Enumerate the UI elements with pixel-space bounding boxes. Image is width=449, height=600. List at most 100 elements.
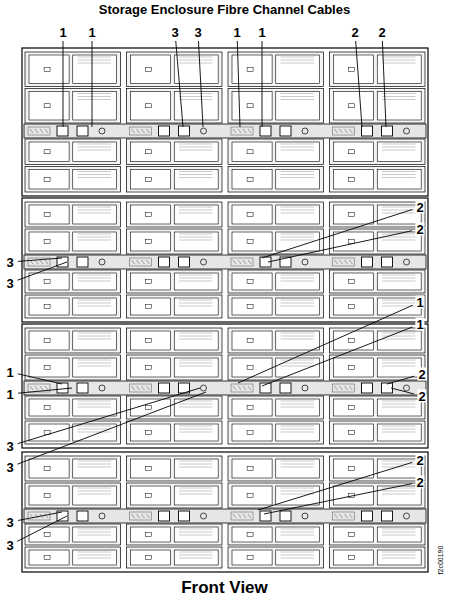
- fc-port: [280, 383, 291, 393]
- drive-bay: [127, 328, 223, 353]
- drive-texture: [78, 461, 111, 462]
- controller-detail: [345, 260, 348, 264]
- drive-texture: [281, 300, 314, 301]
- drive-texture: [281, 555, 314, 556]
- drive-bay: [127, 89, 223, 124]
- drive-carrier: [29, 273, 69, 290]
- drive-bay: [25, 89, 121, 124]
- drive-bay: [25, 270, 121, 293]
- drive-texture: [179, 96, 212, 97]
- drive-carrier: [29, 399, 69, 416]
- controller-detail: [340, 260, 343, 264]
- drive-texture: [179, 360, 212, 361]
- controller-detail: [137, 514, 140, 518]
- callout-number: 3: [5, 277, 14, 290]
- controller-detail: [248, 514, 251, 518]
- drive-texture: [281, 171, 314, 172]
- controller-detail: [335, 386, 338, 390]
- drive-carrier: [377, 170, 421, 190]
- drive-carrier: [73, 55, 117, 84]
- drive-carrier: [174, 527, 218, 542]
- drive-latch: [146, 213, 152, 217]
- drive-latch: [146, 366, 152, 370]
- drive-bay: [228, 202, 324, 227]
- drive-latch: [44, 150, 50, 154]
- drive-texture: [281, 207, 314, 208]
- drive-texture: [78, 240, 111, 241]
- controller-detail: [132, 514, 135, 518]
- controller-detail: [142, 386, 145, 390]
- controller-detail: [45, 260, 48, 264]
- drive-bay: [25, 421, 121, 444]
- drive-texture: [281, 336, 314, 337]
- drive-texture: [382, 404, 415, 405]
- indicator: [302, 128, 308, 134]
- drive-carrier: [232, 486, 272, 505]
- drive-carrier: [131, 331, 171, 350]
- leader-line: [18, 388, 72, 393]
- drive-carrier: [232, 399, 272, 416]
- drive-bay: [330, 355, 426, 380]
- controller-detail: [238, 514, 241, 518]
- drive-bay: [228, 229, 324, 254]
- drive-texture: [382, 432, 415, 433]
- drive-texture: [179, 366, 212, 367]
- callout-number: 3: [5, 256, 14, 269]
- drive-texture: [382, 171, 415, 172]
- drive-carrier: [131, 486, 171, 505]
- drive-bay: [25, 396, 121, 419]
- drive-carrier: [174, 205, 218, 224]
- drive-carrier: [377, 527, 421, 542]
- controller-detail: [248, 386, 251, 390]
- fc-port: [179, 257, 190, 267]
- drive-texture: [382, 150, 415, 151]
- controller-detail: [142, 260, 145, 264]
- controller-detail: [231, 384, 253, 392]
- drive-texture: [281, 429, 314, 430]
- controller-detail: [345, 514, 348, 518]
- drive-texture: [382, 339, 415, 340]
- drive-texture: [281, 488, 314, 489]
- drive-latch: [349, 406, 355, 410]
- drive-texture: [382, 240, 415, 241]
- drive-texture: [382, 57, 415, 58]
- drive-latch: [44, 67, 50, 71]
- callout-number: 2: [415, 201, 424, 214]
- drive-latch: [146, 406, 152, 410]
- callout-number: 3: [193, 26, 202, 39]
- fc-port: [382, 383, 393, 393]
- drive-latch: [44, 177, 50, 181]
- drive-texture: [78, 207, 111, 208]
- drive-texture: [78, 491, 111, 492]
- drive-texture: [179, 494, 212, 495]
- drive-carrier: [334, 205, 374, 224]
- drive-carrier: [276, 424, 320, 441]
- drive-bay: [228, 270, 324, 293]
- drive-texture: [281, 467, 314, 468]
- drive-latch: [247, 533, 253, 537]
- callout-number: 1: [415, 296, 424, 309]
- fc-port: [280, 511, 291, 521]
- fc-port: [382, 257, 393, 267]
- drive-texture: [78, 177, 111, 178]
- drive-latch: [349, 366, 355, 370]
- drive-carrier: [131, 142, 171, 162]
- drive-texture: [179, 336, 212, 337]
- indicator: [99, 128, 105, 134]
- drive-texture: [382, 177, 415, 178]
- drive-texture: [78, 336, 111, 337]
- drive-texture: [78, 552, 111, 553]
- drive-texture: [281, 529, 314, 530]
- drive-bay: [25, 229, 121, 254]
- drive-bay: [127, 52, 223, 87]
- drive-carrier: [377, 424, 421, 441]
- drive-bay: [330, 547, 426, 568]
- drive-texture: [179, 491, 212, 492]
- controller-detail: [238, 386, 241, 390]
- drive-latch: [349, 339, 355, 343]
- leader-line: [63, 41, 64, 127]
- drive-carrier: [174, 331, 218, 350]
- drive-carrier: [377, 331, 421, 350]
- drive-bay: [330, 202, 426, 227]
- drive-carrier: [29, 142, 69, 162]
